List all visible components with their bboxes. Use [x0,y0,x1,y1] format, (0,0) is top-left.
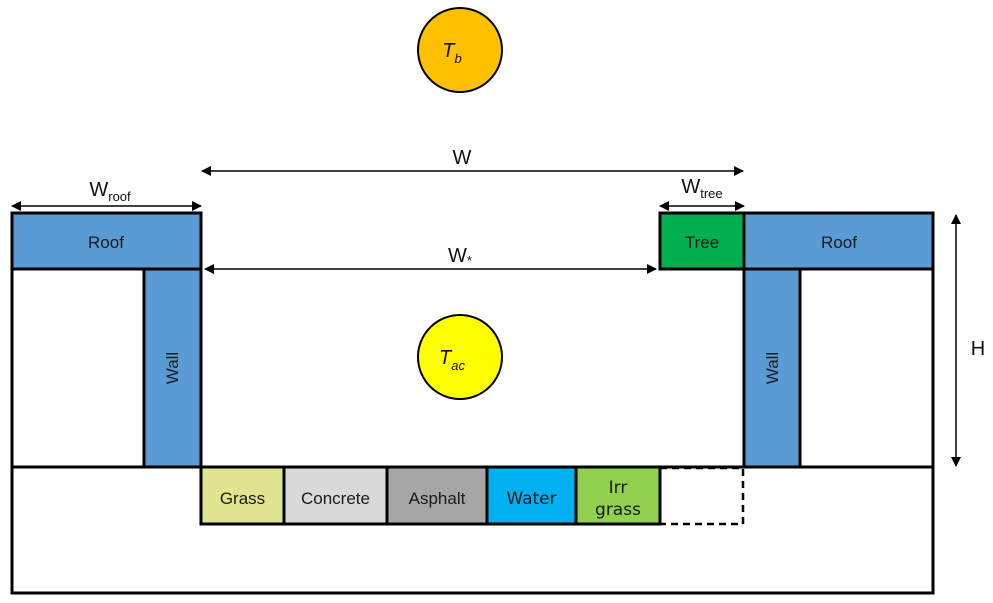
surface-concrete [282,465,389,526]
right-roof-label: Roof [821,233,857,252]
canyon-air-temperature-label: Tac [439,347,465,373]
surface-asphalt-label: Asphalt [409,489,466,508]
surface-grass [199,465,286,526]
height-label: H [971,338,985,360]
surface-irrigated-grass [574,465,662,526]
effective-width-label: W* [448,245,472,268]
left-roof-label: Roof [88,233,124,252]
canyon-air-temperature-node [417,314,503,400]
right-wall [742,267,802,469]
surface-water-label: Water [506,489,556,509]
roof-width-label: Wroof [89,179,131,204]
left-wall [142,267,203,469]
surface-asphalt [385,465,489,526]
left-wall-label: Wall [163,352,182,384]
tree-shadow-region [658,466,745,526]
right-wall-label: Wall [763,352,782,384]
background-temperature-node [417,7,503,93]
surface-concrete-label: Concrete [301,489,370,508]
background-temperature-label: Tb [442,40,461,66]
surface-irrigated-grass-label-line1: Irr [609,478,628,498]
tree-width-label: Wtree [681,176,722,201]
ground-surfaces: Grass Concrete Asphalt Water Irr grass [199,465,745,526]
canyon-width-label: W [453,147,472,169]
surface-grass-label: Grass [220,489,265,508]
right-roof [742,211,935,271]
tree-label: Tree [685,233,719,252]
surface-irrigated-grass-label-line2: grass [595,500,641,520]
left-roof [10,211,203,271]
